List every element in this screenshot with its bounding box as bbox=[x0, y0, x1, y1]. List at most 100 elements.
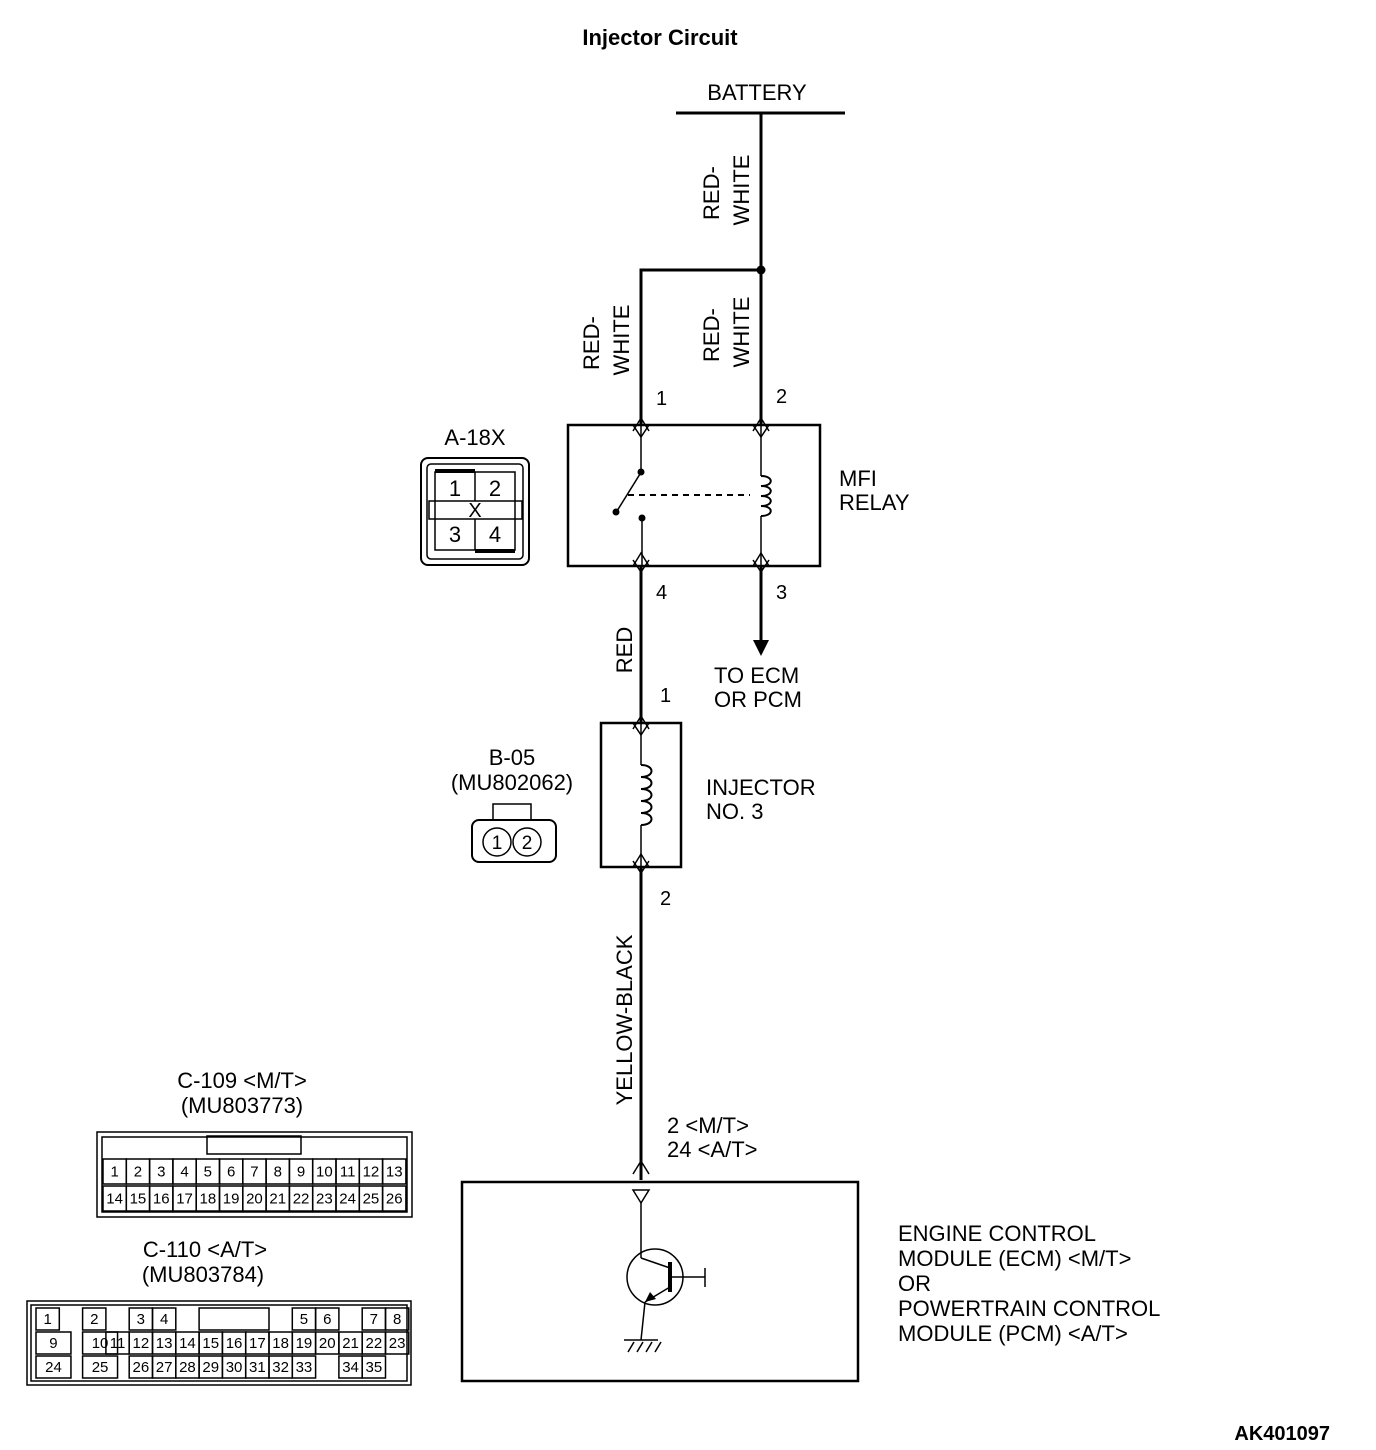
pin-number: 13 bbox=[386, 1164, 403, 1181]
pin-cell bbox=[384, 1331, 410, 1355]
pin-number: 5 bbox=[300, 1311, 308, 1328]
connector-a18x: A-18X 1 2 X 3 4 bbox=[420, 425, 530, 566]
engine-control-module: 2 <M/T> 24 <A/T> ENGINE CONTROL MODULE (… bbox=[460, 1113, 1166, 1383]
pin-cell bbox=[81, 1331, 119, 1355]
wire-label-relay-pin2: RED- WHITE bbox=[699, 297, 754, 368]
diagram-title: Injector Circuit bbox=[582, 25, 738, 50]
pin-cell bbox=[381, 1185, 407, 1212]
injector-label: INJECTOR NO. 3 bbox=[706, 775, 822, 824]
pin-number: 15 bbox=[130, 1191, 147, 1208]
pin-number: 8 bbox=[274, 1164, 282, 1181]
pin-number: 34 bbox=[342, 1359, 359, 1376]
pin-number: 27 bbox=[156, 1359, 173, 1376]
injector-pin-2: 2 bbox=[660, 888, 671, 910]
pin-number: 28 bbox=[179, 1359, 196, 1376]
pin-number: 3 bbox=[137, 1311, 145, 1328]
pin-cell bbox=[35, 1355, 72, 1379]
pin-number: 4 bbox=[160, 1311, 168, 1328]
pin-number: 13 bbox=[156, 1335, 173, 1352]
pin-number: 16 bbox=[153, 1191, 170, 1208]
connector-c110-key bbox=[198, 1307, 270, 1331]
pin-number: 21 bbox=[342, 1335, 359, 1352]
pin-number: 23 bbox=[316, 1191, 333, 1208]
pin-number: 8 bbox=[393, 1311, 401, 1328]
injector-pin-1: 1 bbox=[660, 685, 671, 707]
pin-number: 12 bbox=[133, 1335, 150, 1352]
relay-pin-2: 2 bbox=[776, 386, 787, 408]
pin-number: 6 bbox=[323, 1311, 331, 1328]
pin-number: 32 bbox=[272, 1359, 289, 1376]
pin-number: 24 bbox=[45, 1359, 62, 1376]
figure-id: AK401097 bbox=[1234, 1423, 1330, 1445]
pin-number: 24 bbox=[339, 1191, 356, 1208]
pin-number: 19 bbox=[223, 1191, 240, 1208]
pin-number: 25 bbox=[92, 1359, 109, 1376]
wire-label-relay-pin1: RED- WHITE bbox=[579, 305, 634, 376]
pin-number: 1 bbox=[110, 1164, 118, 1181]
pin-number: 6 bbox=[227, 1164, 235, 1181]
pin-number: 25 bbox=[363, 1191, 380, 1208]
relay-pin-3: 3 bbox=[776, 582, 787, 604]
svg-text:1: 1 bbox=[449, 476, 461, 501]
relay-label: MFI RELAY bbox=[839, 466, 910, 515]
pin-number: 33 bbox=[296, 1359, 313, 1376]
pin-cell bbox=[81, 1355, 119, 1379]
svg-text:X: X bbox=[468, 500, 481, 522]
relay-pin-1: 1 bbox=[656, 388, 667, 410]
connector-c110-part: (MU803784) bbox=[142, 1262, 264, 1287]
pin-number: 17 bbox=[249, 1335, 266, 1352]
to-module-arrow bbox=[753, 640, 769, 656]
relay-pin-4: 4 bbox=[656, 582, 667, 604]
pin-number: 23 bbox=[389, 1335, 406, 1352]
pin-cell bbox=[361, 1355, 387, 1379]
connector-c110-label: C-110 <A/T> bbox=[143, 1237, 267, 1262]
pin-number: 7 bbox=[250, 1164, 258, 1181]
svg-text:4: 4 bbox=[489, 522, 501, 547]
pin-number: 35 bbox=[366, 1359, 383, 1376]
pin-cell bbox=[35, 1307, 61, 1331]
pin-number: 4 bbox=[180, 1164, 188, 1181]
svg-text:2: 2 bbox=[489, 476, 501, 501]
pin-number: 2 bbox=[90, 1311, 98, 1328]
pin-number: 12 bbox=[363, 1164, 380, 1181]
connector-c109-label: C-109 <M/T> bbox=[177, 1068, 307, 1093]
pin-cell bbox=[384, 1307, 410, 1331]
pin-cell bbox=[35, 1331, 72, 1355]
pin-number: 15 bbox=[202, 1335, 219, 1352]
pin-number: 29 bbox=[202, 1359, 219, 1376]
pin-number: 2 bbox=[134, 1164, 142, 1181]
pin-number: 10 bbox=[316, 1164, 333, 1181]
connector-b05-part: (MU802062) bbox=[451, 770, 573, 795]
pin-cell bbox=[291, 1355, 317, 1379]
module-label: ENGINE CONTROL MODULE (ECM) <M/T> OR POW… bbox=[898, 1221, 1166, 1346]
wire-label-yellow-black: YELLOW-BLACK bbox=[612, 934, 637, 1105]
relay-coil-icon bbox=[760, 475, 772, 517]
connector-a18x-label: A-18X bbox=[444, 425, 505, 450]
pin-number: 22 bbox=[366, 1335, 383, 1352]
connector-b05-label: B-05 bbox=[489, 745, 535, 770]
connector-c109-part: (MU803773) bbox=[181, 1093, 303, 1118]
module-pin-label: 2 <M/T> 24 <A/T> bbox=[667, 1113, 758, 1162]
pin-number: 20 bbox=[246, 1191, 263, 1208]
pin-number: 21 bbox=[269, 1191, 286, 1208]
injector-no3: 1 2 INJECTOR NO. 3 bbox=[599, 685, 822, 910]
connector-b05: B-05 (MU802062) 1 2 bbox=[451, 745, 573, 863]
pin-number: 9 bbox=[49, 1335, 57, 1352]
mfi-relay: 1 2 4 3 MFI RELAY TO ECM OR PCM bbox=[566, 386, 910, 712]
pin-cell bbox=[314, 1307, 340, 1331]
pin-number: 10 bbox=[92, 1335, 109, 1352]
pin-number: 17 bbox=[176, 1191, 193, 1208]
pin-number: 18 bbox=[200, 1191, 217, 1208]
pin-number: 26 bbox=[133, 1359, 150, 1376]
pin-number: 16 bbox=[226, 1335, 243, 1352]
pin-number: 14 bbox=[106, 1191, 123, 1208]
pin-cell bbox=[381, 1158, 407, 1185]
pin-number: 9 bbox=[297, 1164, 305, 1181]
battery-label: BATTERY bbox=[707, 80, 807, 105]
svg-text:2: 2 bbox=[522, 833, 533, 854]
pin-cell bbox=[151, 1307, 177, 1331]
pin-number: 30 bbox=[226, 1359, 243, 1376]
